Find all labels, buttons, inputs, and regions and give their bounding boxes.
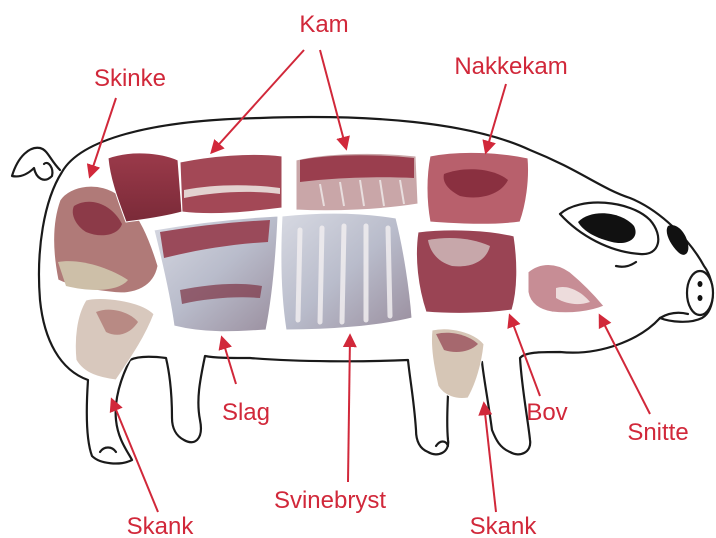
cut-kam-rear-2 <box>180 154 282 213</box>
label-skinke: Skinke <box>94 65 166 92</box>
label-nakkekam: Nakkekam <box>454 53 567 80</box>
pig-tail <box>12 148 60 180</box>
label-slag: Slag <box>222 399 270 426</box>
label-kam: Kam <box>299 11 348 38</box>
pig-snout <box>687 271 713 315</box>
label-skank-rear: Skank <box>127 513 195 538</box>
pig-hoof-rear <box>100 448 116 453</box>
pig-nostril-lower <box>698 295 703 301</box>
pig-nostril-upper <box>698 281 703 287</box>
label-snitte: Snitte <box>627 419 688 446</box>
label-svinebryst: Svinebryst <box>274 487 386 514</box>
label-skank-front: Skank <box>470 513 538 538</box>
label-bov: Bov <box>526 399 567 426</box>
